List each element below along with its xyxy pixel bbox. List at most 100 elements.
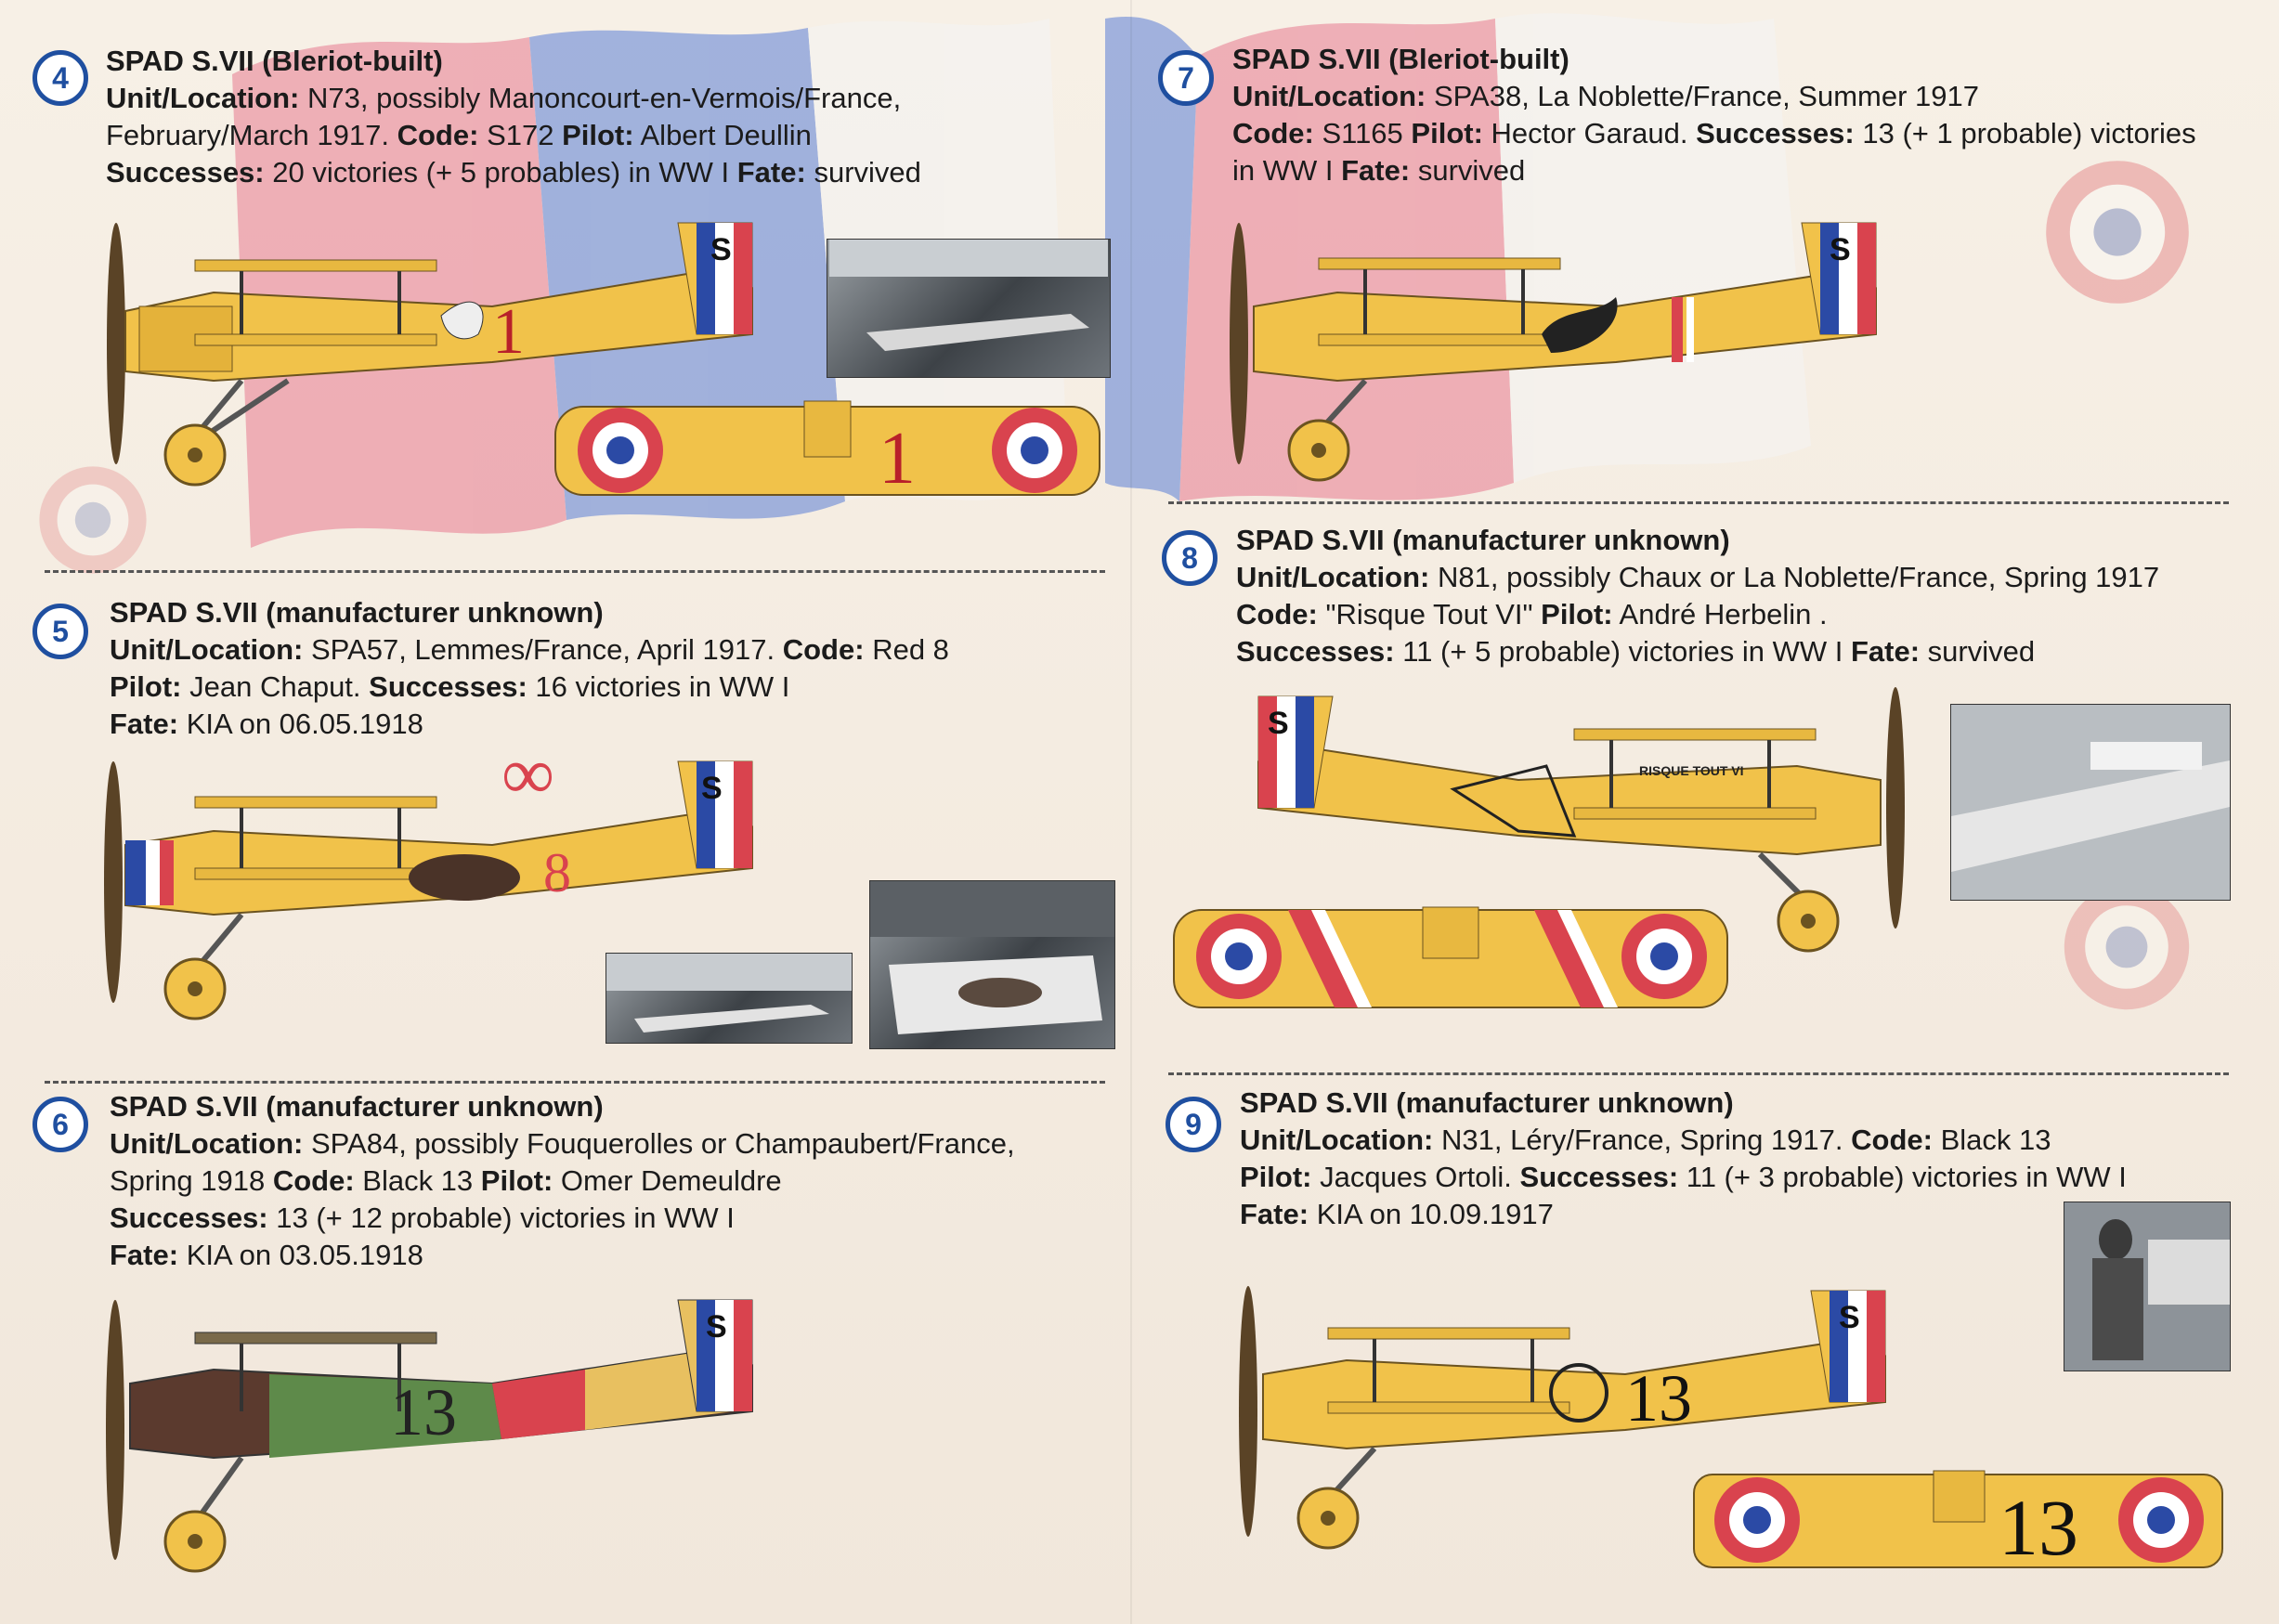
profile-4-unit-cont: February/March 1917. — [106, 119, 389, 151]
label-code: Code: — [782, 633, 865, 666]
roundel-ghost-right-top — [2046, 161, 2189, 304]
profile-5-photo-2 — [869, 880, 1115, 1049]
profile-6-code: Black 13 — [362, 1164, 474, 1197]
label-successes: Successes: — [110, 1202, 268, 1234]
profile-8-unit: N81, possibly Chaux or La Noblette/Franc… — [1437, 561, 2160, 593]
profile-6-text: SPAD S.VII (manufacturer unknown) Unit/L… — [110, 1088, 1015, 1274]
label-unit: Unit/Location: — [106, 82, 300, 114]
profile-9-code: Black 13 — [1940, 1124, 2051, 1156]
profile-5-text: SPAD S.VII (manufacturer unknown) Unit/L… — [110, 594, 949, 743]
svg-text:S: S — [1268, 706, 1289, 741]
label-unit: Unit/Location: — [110, 633, 304, 666]
roundel-ghost-right-mid — [2064, 884, 2190, 1010]
profile-6-fuselage-code: 13 — [390, 1375, 457, 1449]
label-code: Code: — [397, 119, 479, 151]
profile-9-photo — [2064, 1202, 2231, 1371]
svg-text:S: S — [701, 771, 723, 806]
profile-6-title: SPAD S.VII (manufacturer unknown) — [110, 1090, 604, 1123]
label-successes: Successes: — [1519, 1161, 1679, 1193]
svg-text:∞: ∞ — [501, 734, 554, 815]
profile-4-fuselage-code: 1 — [492, 296, 525, 368]
label-code: Code: — [1232, 117, 1314, 149]
divider-right-1 — [1168, 501, 2229, 504]
profile-9-text: SPAD S.VII (manufacturer unknown) Unit/L… — [1240, 1085, 2127, 1233]
label-fate: Fate: — [110, 708, 179, 740]
profile-6-side-view: 13 S — [106, 1299, 753, 1573]
profile-number-9: 9 — [1166, 1097, 1221, 1152]
profile-8-side-view: S RISQUE TOUT VI — [1257, 687, 1905, 953]
label-code: Code: — [1851, 1124, 1933, 1156]
profile-8-fuselage-script: RISQUE TOUT VI — [1639, 763, 1744, 778]
profile-9-fuselage-code: 13 — [1625, 1361, 1692, 1436]
profile-6-successes: 13 (+ 12 probable) victories in WW I — [276, 1202, 735, 1234]
label-pilot: Pilot: — [1541, 598, 1613, 630]
label-code: Code: — [1236, 598, 1318, 630]
profile-8-photo — [1950, 704, 2231, 901]
label-successes: Successes: — [369, 670, 527, 703]
profile-5-title: SPAD S.VII (manufacturer unknown) — [110, 596, 604, 629]
svg-text:S: S — [710, 232, 732, 267]
page-fold — [1130, 0, 1132, 1624]
label-successes: Successes: — [1236, 635, 1395, 668]
profile-4-unit: N73, possibly Manoncourt-en-Vermois/Fran… — [306, 82, 902, 114]
svg-text:S: S — [1839, 1300, 1860, 1335]
profile-8-wing-view — [1173, 906, 1728, 1008]
profile-7-successes: 13 (+ 1 probable) victories — [1862, 117, 2196, 149]
profile-6-fate: KIA on 03.05.1918 — [186, 1239, 423, 1271]
profile-4-fate: survived — [814, 156, 921, 188]
profile-9-side-view: 13 S — [1239, 1286, 1886, 1550]
profile-6-unit-cont: Spring 1918 — [110, 1164, 266, 1197]
profile-5-code: Red 8 — [872, 633, 949, 666]
profile-7-code: S1165 — [1322, 117, 1403, 149]
profile-9-successes: 11 (+ 3 probable) victories in WW I — [1686, 1161, 2127, 1193]
profile-number-7: 7 — [1158, 50, 1214, 106]
label-fate: Fate: — [1341, 154, 1411, 187]
profile-4-text: SPAD S.VII (Bleriot-built) Unit/Location… — [106, 43, 921, 191]
label-pilot: Pilot: — [1411, 117, 1483, 149]
profile-8-fate: survived — [1927, 635, 2036, 668]
label-unit: Unit/Location: — [1236, 561, 1430, 593]
profile-9-title: SPAD S.VII (manufacturer unknown) — [1240, 1086, 1734, 1119]
profile-5-photo-1 — [606, 953, 853, 1044]
profile-5-side-view: 8 ∞ S — [104, 734, 753, 1020]
profile-5-pilot: Jean Chaput. — [189, 670, 361, 703]
profile-5-fate: KIA on 06.05.1918 — [186, 708, 423, 740]
profile-6-pilot: Omer Demeuldre — [560, 1164, 782, 1197]
profile-4-wing-view: 1 — [554, 400, 1100, 500]
label-unit: Unit/Location: — [1240, 1124, 1434, 1156]
label-successes: Successes: — [1696, 117, 1855, 149]
profile-9-fate: KIA on 10.09.1917 — [1316, 1198, 1554, 1230]
profile-5-unit: SPA57, Lemmes/France, April 1917. — [310, 633, 775, 666]
profile-5-successes: 16 victories in WW I — [535, 670, 790, 703]
profile-8-pilot: André Herbelin . — [1619, 598, 1828, 630]
label-unit: Unit/Location: — [110, 1127, 304, 1160]
profile-9-unit: N31, Léry/France, Spring 1917. — [1440, 1124, 1843, 1156]
label-pilot: Pilot: — [1240, 1161, 1312, 1193]
label-fate: Fate: — [1240, 1198, 1309, 1230]
svg-text:S: S — [706, 1309, 727, 1345]
label-pilot: Pilot: — [480, 1164, 553, 1197]
profile-9-wing-code: 13 — [1999, 1483, 2078, 1572]
profile-4-photo — [827, 239, 1111, 378]
profile-8-successes: 11 (+ 5 probable) victories in WW I — [1402, 635, 1843, 668]
profile-7-side-view: S — [1230, 222, 1877, 482]
profile-number-6: 6 — [33, 1097, 88, 1152]
profile-7-successes-cont: in WW I — [1232, 154, 1334, 187]
label-fate: Fate: — [110, 1239, 179, 1271]
profile-7-text: SPAD S.VII (Bleriot-built) Unit/Location… — [1232, 41, 2196, 189]
profile-8-title: SPAD S.VII (manufacturer unknown) — [1236, 524, 1730, 556]
profile-number-8: 8 — [1162, 530, 1218, 586]
profile-4-wing-code: 1 — [879, 418, 916, 500]
roundel-ghost-left — [39, 466, 147, 574]
profile-7-unit: SPA38, La Noblette/France, Summer 1917 — [1433, 80, 1980, 112]
profile-6-unit: SPA84, possibly Fouquerolles or Champaub… — [310, 1127, 1015, 1160]
divider-left-1 — [45, 570, 1105, 573]
label-pilot: Pilot: — [110, 670, 182, 703]
label-fate: Fate: — [1850, 635, 1921, 668]
profile-7-fate: survived — [1417, 154, 1526, 187]
profile-4-pilot: Albert Deullin — [640, 119, 812, 151]
profile-number-4: 4 — [33, 50, 88, 106]
label-successes: Successes: — [106, 156, 265, 188]
divider-left-2 — [45, 1081, 1105, 1084]
